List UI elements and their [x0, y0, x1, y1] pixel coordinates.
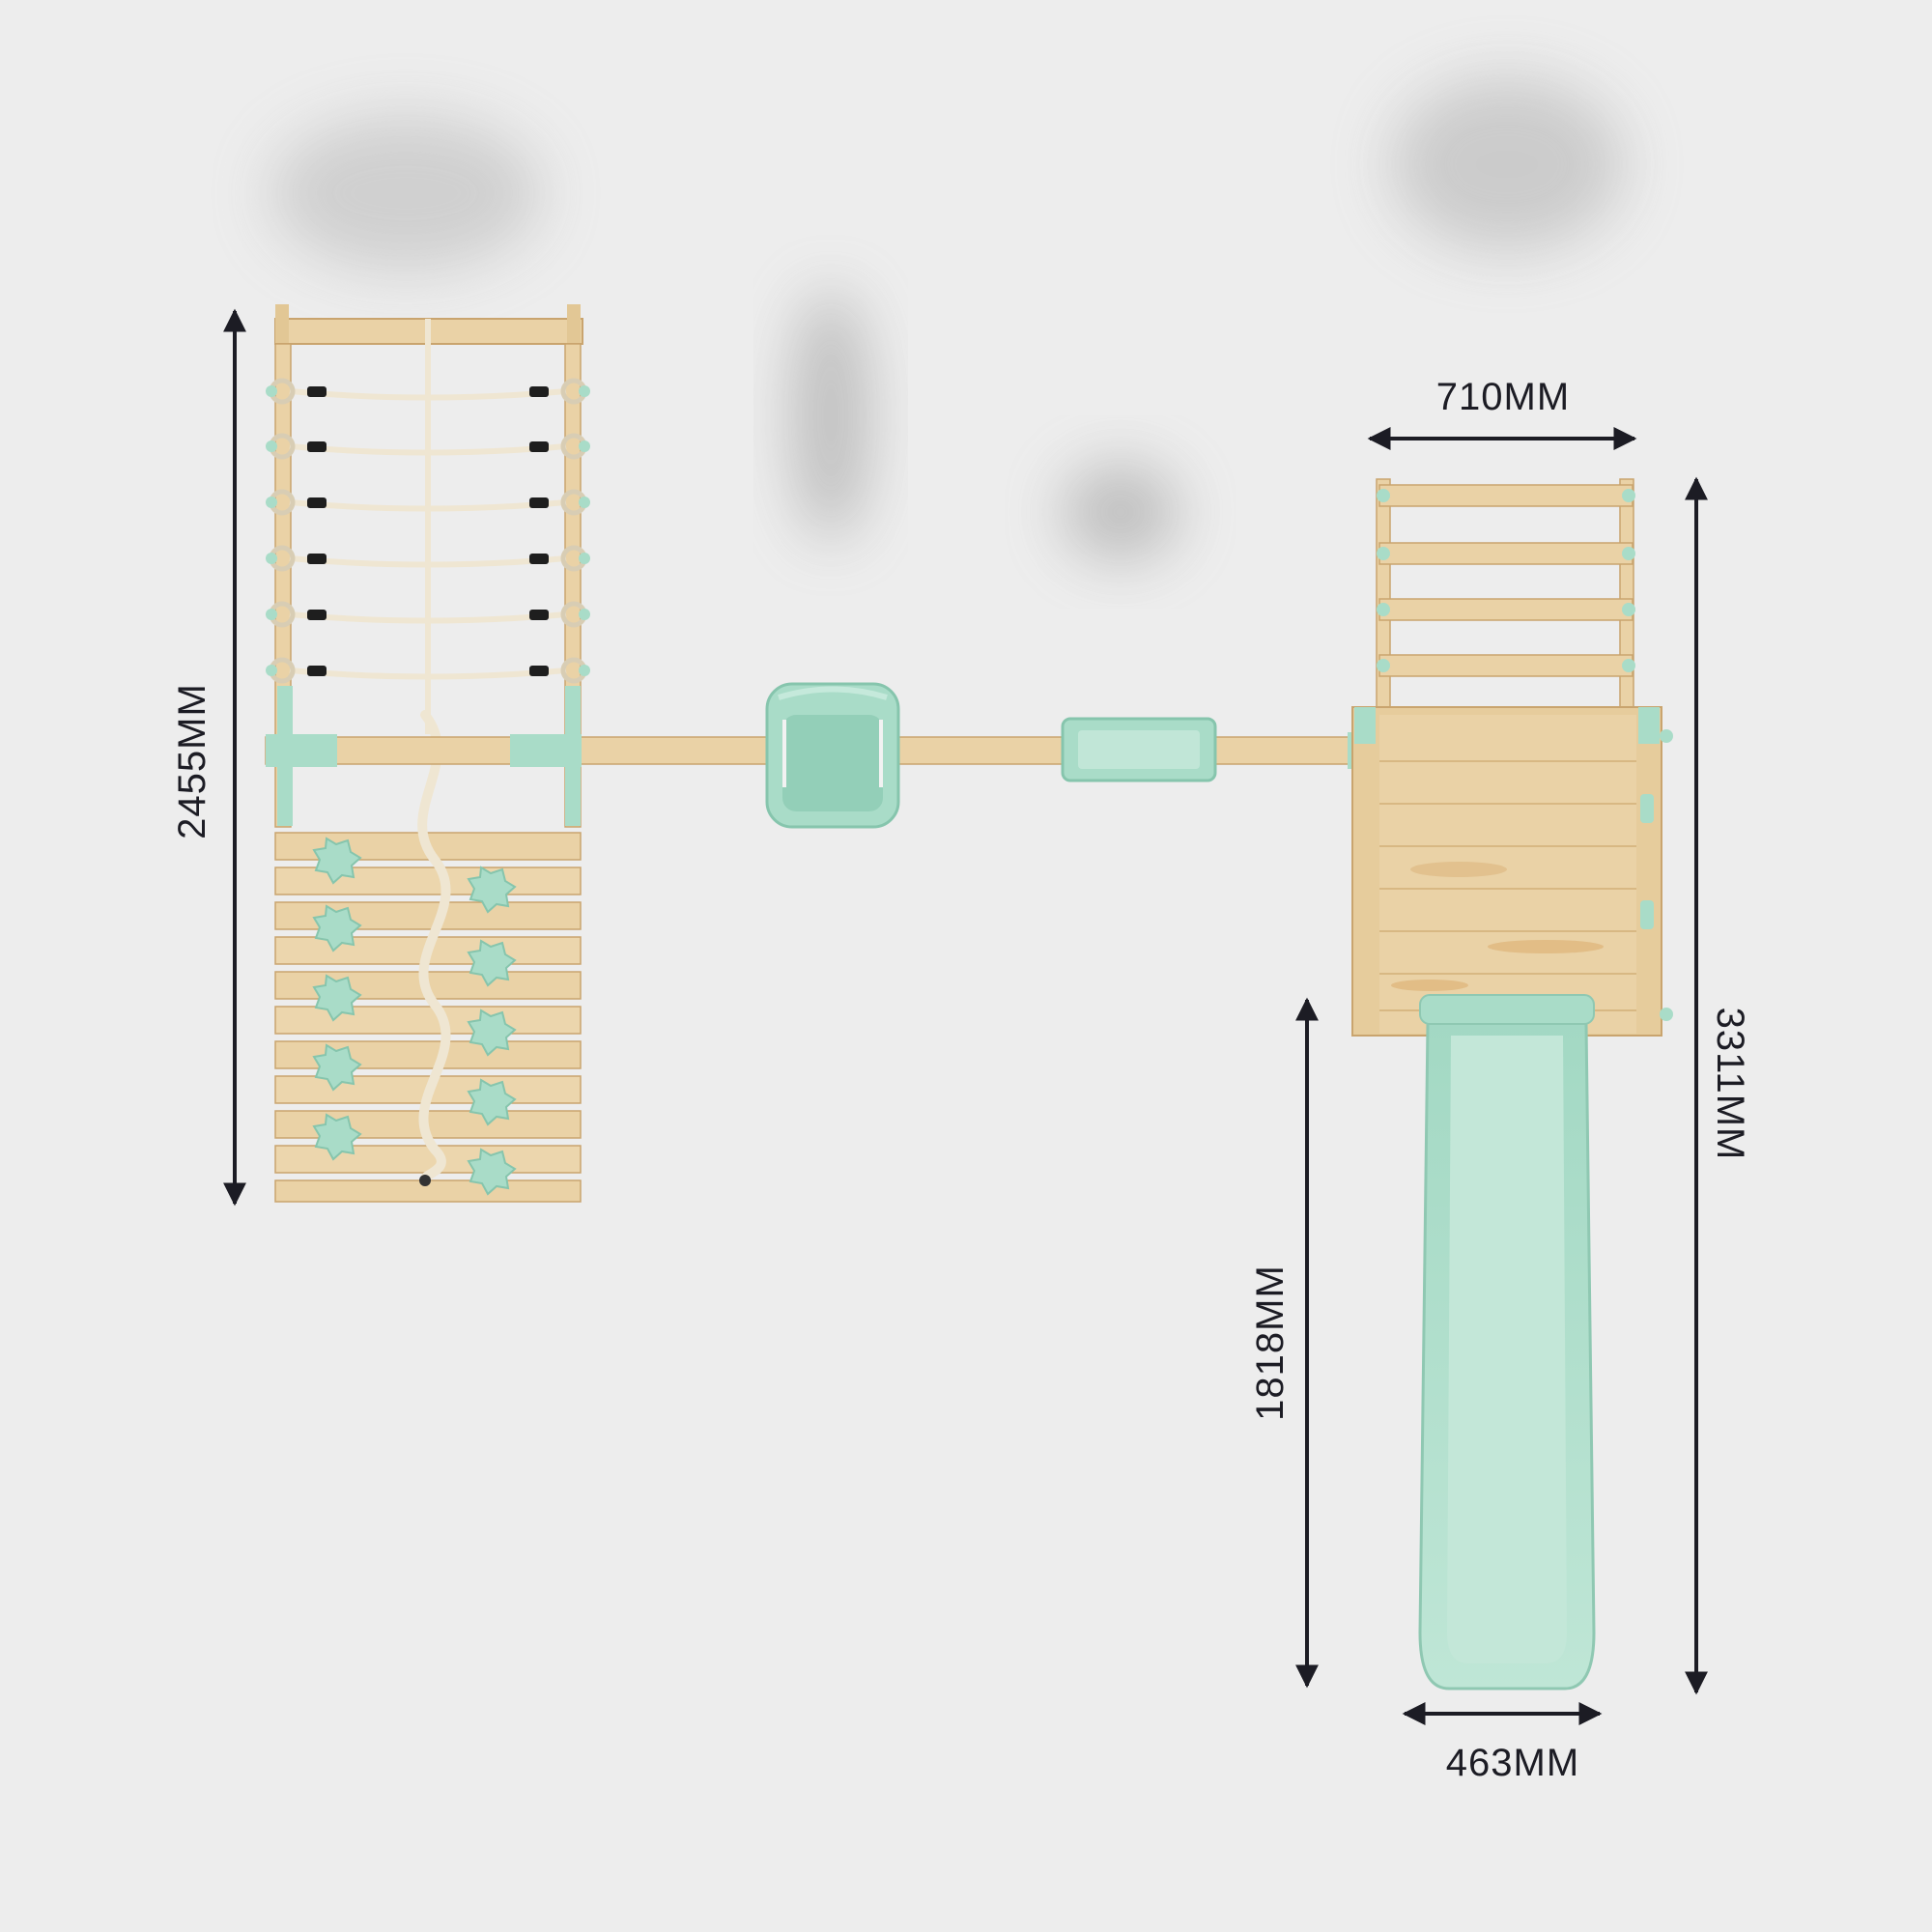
clamp — [307, 497, 327, 508]
climbing-hold — [312, 904, 362, 952]
fixing — [266, 665, 277, 676]
fixing — [579, 609, 590, 620]
fixing — [579, 553, 590, 564]
platform-side-fixing — [1640, 794, 1654, 823]
mint-fixings — [266, 385, 590, 676]
rope-net — [289, 319, 567, 734]
climbing-hold — [312, 837, 362, 885]
climbing-hold — [467, 939, 517, 987]
ladder-fixing — [1377, 547, 1390, 560]
clamp — [529, 666, 549, 676]
ladder-rung — [1378, 484, 1634, 507]
ladder-rung — [1378, 654, 1634, 677]
climbing-hold — [312, 1043, 362, 1092]
clamp — [307, 610, 327, 620]
label-platform-length: 3311MM — [1709, 1008, 1751, 1161]
slide-bed — [1447, 1036, 1567, 1663]
ladder-rung — [1378, 542, 1634, 565]
clamp — [529, 610, 549, 620]
platform-side-fixing — [1640, 900, 1654, 929]
climbing-rope — [417, 710, 451, 1183]
label-slide-length: 1818MM — [1249, 1264, 1292, 1421]
fixing — [266, 385, 277, 397]
ladder-fixing — [1377, 659, 1390, 672]
clamp — [529, 441, 549, 452]
fixing — [266, 440, 277, 452]
climbing-holds — [312, 837, 517, 1196]
glider-inner — [1078, 730, 1200, 769]
climbing-hold — [467, 1148, 517, 1196]
fixing — [579, 440, 590, 452]
frame-top-post-left — [275, 304, 289, 343]
clamp — [307, 666, 327, 676]
clamp — [529, 554, 549, 564]
clamp — [529, 386, 549, 397]
rope-end — [419, 1175, 431, 1186]
wall-plank — [274, 1006, 582, 1035]
fixing — [266, 497, 277, 508]
frame-top-post-right — [567, 304, 581, 343]
label-slide-width: 463MM — [1446, 1742, 1579, 1784]
platform-corner-bracket — [1638, 707, 1660, 744]
clamp — [529, 497, 549, 508]
glider-seat — [1061, 717, 1217, 782]
beam-bracket-mid — [510, 734, 582, 767]
clamp — [307, 386, 327, 397]
climbing-hold — [312, 974, 362, 1022]
shadow-climbing-frame — [270, 116, 541, 270]
ladder-fixing — [1377, 489, 1390, 502]
shadow-glider — [1063, 464, 1179, 560]
label-climbing-frame-length: 2455MM — [171, 683, 213, 839]
ladder-fixing — [1622, 547, 1635, 560]
ladder-fixing — [1622, 659, 1635, 672]
platform-fixing — [1660, 1008, 1673, 1021]
wood-grain — [1391, 980, 1468, 991]
shadows — [270, 77, 1623, 560]
swing-seat-back — [778, 686, 888, 700]
fixing — [579, 665, 590, 676]
rope-clamps — [307, 386, 549, 676]
fixing — [266, 609, 277, 620]
ladder-rung — [1378, 598, 1634, 621]
fixing — [579, 385, 590, 397]
platform-fixing — [1660, 729, 1673, 743]
slide — [1418, 994, 1596, 1690]
climbing-hold — [467, 1078, 517, 1126]
wall-plank — [274, 1145, 582, 1174]
platform-corner-bracket — [1354, 707, 1376, 744]
slide-lip — [1419, 994, 1595, 1025]
dimension-lines — [223, 308, 1708, 1725]
ladder-fixing — [1377, 603, 1390, 616]
ladder — [1376, 478, 1635, 710]
climbing-hold — [312, 1113, 362, 1161]
swing-seat-inner — [782, 715, 883, 811]
shadow-swing — [792, 290, 869, 541]
climbing-hold — [467, 866, 517, 914]
climbing-hold — [467, 1009, 517, 1057]
label-platform-width: 710MM — [1436, 376, 1570, 418]
baby-swing-seat — [765, 682, 900, 829]
wood-grain — [1410, 862, 1507, 877]
ladder-fixing — [1622, 603, 1635, 616]
clamp — [307, 441, 327, 452]
fixing — [266, 553, 277, 564]
clamp — [307, 554, 327, 564]
wood-grain — [1488, 940, 1604, 953]
fixing — [579, 497, 590, 508]
ladder-fixing — [1622, 489, 1635, 502]
beam-bracket-left — [266, 734, 337, 767]
platform — [1351, 706, 1673, 1037]
climbing-frame — [266, 304, 590, 1203]
shadow-tower — [1391, 77, 1623, 251]
